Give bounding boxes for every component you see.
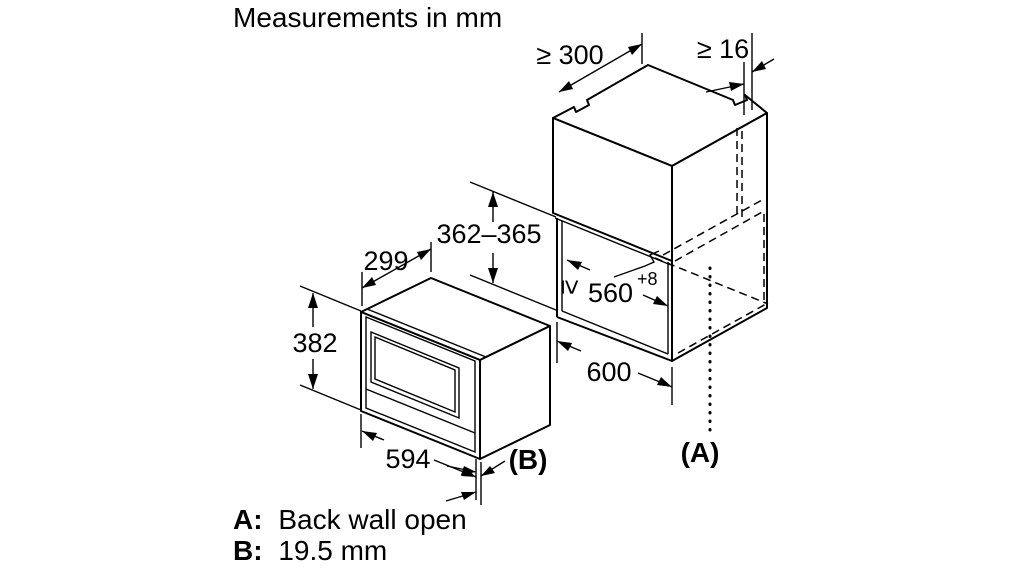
cabinet-width-label: 600 [586,357,631,387]
appliance-width-label: 594 [385,444,430,474]
page-title: Measurements in mm [233,2,502,33]
open-back-dashed-lines [654,128,769,354]
microwave-door-window [370,330,460,420]
dim-niche-height: 362–365 [436,181,557,311]
dim-depth-min: ≥ 300 [536,33,643,93]
marker-a-label: (A) [681,437,720,468]
microwave-front-face [360,311,481,460]
microwave-group [360,277,551,460]
cabinet-side-panel [671,112,768,362]
cabinet-depth-min-label: ≥ 300 [536,40,603,70]
dim-niche-width: ≥ 560 +8 [556,259,669,308]
dim-appliance-width: 594 [360,414,477,478]
appliance-height-label: 382 [292,328,337,358]
dim-cabinet-width: 600 [556,322,673,405]
dim-appliance-depth: 299 [361,242,432,306]
legend-b-key: B: [233,535,263,566]
niche-height-label: 362–365 [436,219,541,249]
niche-width-geq: ≥ [556,280,586,295]
legend-b: B: 19.5 mm [233,535,387,566]
dim-side-wall: ≥ 16 [697,33,775,115]
microwave-door-edge [365,315,476,454]
cabinet-group [552,64,769,362]
marker-b-label: (B) [509,444,548,475]
legend-b-text: 19.5 mm [278,535,387,566]
appliance-depth-label: 299 [363,246,408,276]
legend-a-text: Back wall open [278,504,466,535]
marker-b: (B) [445,444,548,505]
niche-width-label: 560 [588,278,633,308]
niche-corner-step-symbol [613,250,660,278]
legend: A: Back wall open B: 19.5 mm [233,504,467,566]
dim-appliance-height: 382 [292,285,362,411]
niche-width-tolerance: +8 [637,269,658,289]
legend-a: A: Back wall open [233,504,467,535]
cabinet-side-wall-label: ≥ 16 [697,34,749,64]
marker-a: (A) [681,266,720,468]
legend-a-key: A: [233,504,263,535]
